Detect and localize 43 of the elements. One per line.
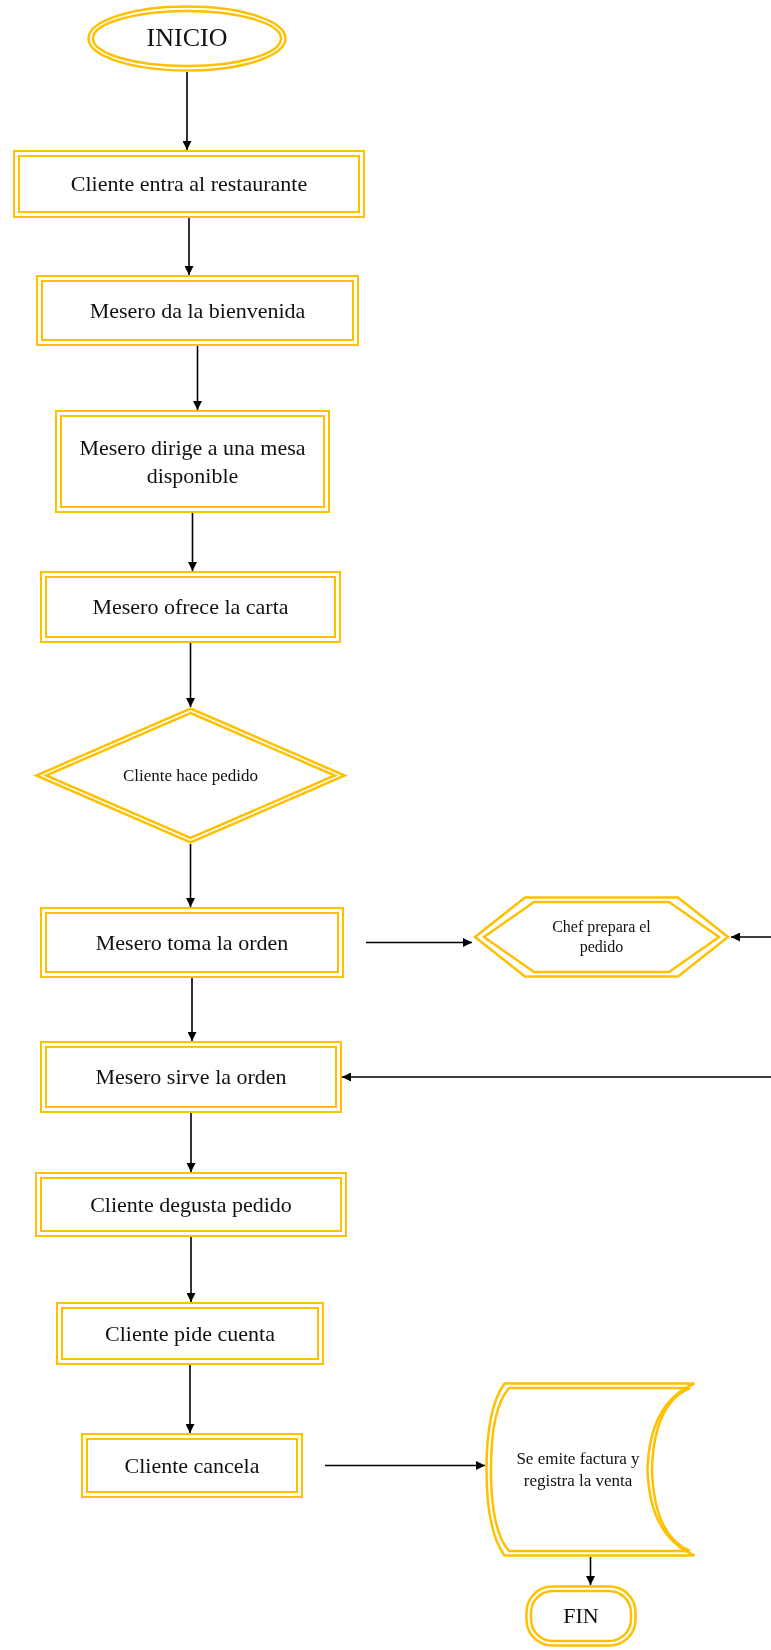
process-box xyxy=(36,275,359,346)
process-box xyxy=(13,150,365,218)
node-label: Cliente hace pedido xyxy=(123,764,258,787)
stored-data-shape xyxy=(485,1382,696,1557)
arrow xyxy=(186,1112,196,1173)
arrow xyxy=(193,345,202,411)
arrow xyxy=(186,642,195,708)
arrow xyxy=(186,843,195,908)
arrow xyxy=(324,1461,486,1470)
arrow xyxy=(586,1556,595,1586)
node-label: Cliente degusta pedido xyxy=(90,1190,292,1219)
node-label: Mesero da la bienvenida xyxy=(89,296,306,325)
arrow xyxy=(185,1364,195,1434)
node-label: Mesero sirve la orden xyxy=(95,1063,287,1091)
preparation-hexagon xyxy=(472,896,731,978)
arrow xyxy=(186,1236,196,1303)
process-box xyxy=(35,1172,347,1237)
end-terminal xyxy=(525,1585,637,1647)
arrow xyxy=(187,977,197,1042)
process-box xyxy=(55,410,330,513)
node-label: FIN xyxy=(563,1602,599,1630)
arrow xyxy=(188,512,197,572)
process-box xyxy=(81,1433,303,1498)
node-label: Mesero dirige a una mesa disponible xyxy=(78,434,307,489)
node-label: Chef prepara el pedido xyxy=(551,917,652,957)
node-label: Cliente cancela xyxy=(124,1451,260,1480)
node-label: Mesero toma la orden xyxy=(95,928,289,957)
node-label: Cliente entra al restaurante xyxy=(70,170,308,198)
arrow xyxy=(365,938,473,947)
node-label: Cliente pide cuenta xyxy=(105,1319,275,1348)
start-terminal xyxy=(87,5,287,72)
node-label: INICIO xyxy=(146,22,228,55)
node-label: Se emite factura y registra la venta xyxy=(515,1448,641,1491)
arrow xyxy=(184,217,194,276)
process-box xyxy=(40,1041,342,1113)
arrow xyxy=(182,71,192,151)
decision-diamond xyxy=(33,707,348,844)
process-box xyxy=(40,571,341,643)
node-label: Mesero ofrece la carta xyxy=(92,593,289,621)
arrow xyxy=(341,1072,771,1082)
process-box xyxy=(56,1302,324,1365)
arrow xyxy=(730,932,771,942)
process-box xyxy=(40,907,344,978)
